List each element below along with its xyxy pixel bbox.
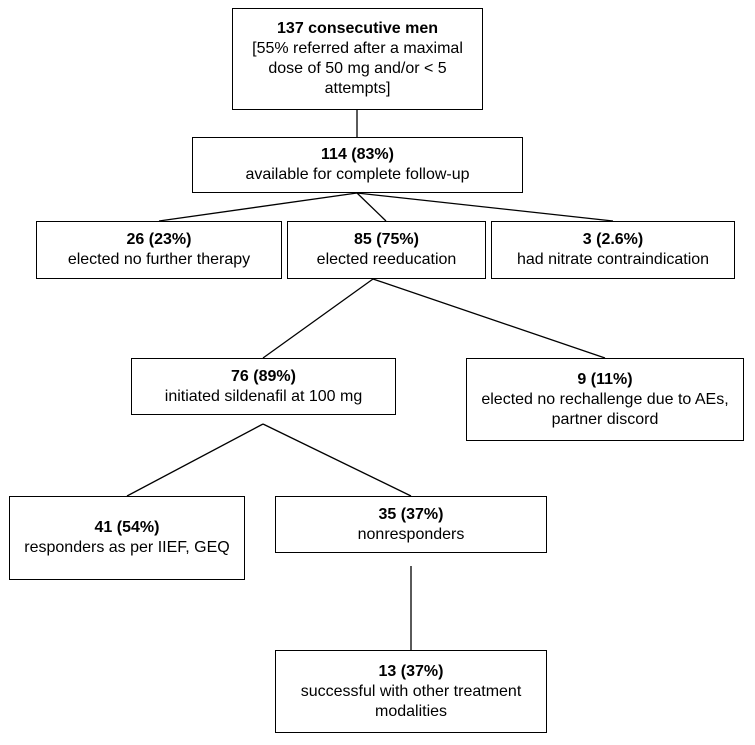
node-count: 76 (89%) [231,367,296,385]
edge-sildenafil-to-responders [126,423,264,497]
node-count: 35 (37%) [378,505,444,523]
node-description: elected no further therapy [67,251,251,268]
edge-followup-to-no-therapy [158,192,358,222]
edge-reeducation-to-no-rechallenge [372,278,606,359]
node-successful-other-treatment: 13 (37%) successful with other treatment… [275,650,547,733]
node-nonresponders: 35 (37%) nonresponders [275,496,547,553]
node-description: had nitrate contraindication [516,251,710,268]
node-description: nonresponders [357,525,465,543]
edge-reeducation-to-sildenafil [262,278,374,359]
node-description: available for complete follow-up [245,166,470,183]
node-elected-reeducation: 85 (75%) elected reeducation [287,221,486,279]
node-description: elected reeducation [316,251,457,268]
node-count: 137 consecutive men [277,20,438,37]
node-no-further-therapy: 26 (23%) elected no further therapy [36,221,282,279]
node-count: 9 (11%) [577,370,633,388]
node-available-follow-up: 114 (83%) available for complete follow-… [192,137,523,193]
node-description: responders as per IIEF, GEQ [24,539,230,556]
node-description: elected no rechallenge due to AEs, partn… [481,390,729,428]
node-initiated-sildenafil: 76 (89%) initiated sildenafil at 100 mg [131,358,396,415]
node-consecutive-men: 137 consecutive men [55% referred after … [232,8,483,110]
node-count: 3 (2.6%) [582,231,644,248]
node-nitrate-contraindication: 3 (2.6%) had nitrate contraindication [491,221,735,279]
node-count: 13 (37%) [378,662,444,680]
node-no-rechallenge: 9 (11%) elected no rechallenge due to AE… [466,358,744,441]
node-description: [55% referred after a maximal dose of 50… [252,40,463,97]
edge-followup-to-reeducation [356,192,387,222]
node-responders: 41 (54%) responders as per IIEF, GEQ [9,496,245,580]
node-description: successful with other treatment modaliti… [300,682,522,720]
node-count: 41 (54%) [94,519,160,536]
node-count: 26 (23%) [126,231,192,248]
edge-sildenafil-to-nonresponders [262,423,412,497]
node-description: initiated sildenafil at 100 mg [164,387,363,405]
node-count: 114 (83%) [321,146,394,163]
node-count: 85 (75%) [354,231,419,248]
edge-followup-to-nitrate [356,192,614,222]
